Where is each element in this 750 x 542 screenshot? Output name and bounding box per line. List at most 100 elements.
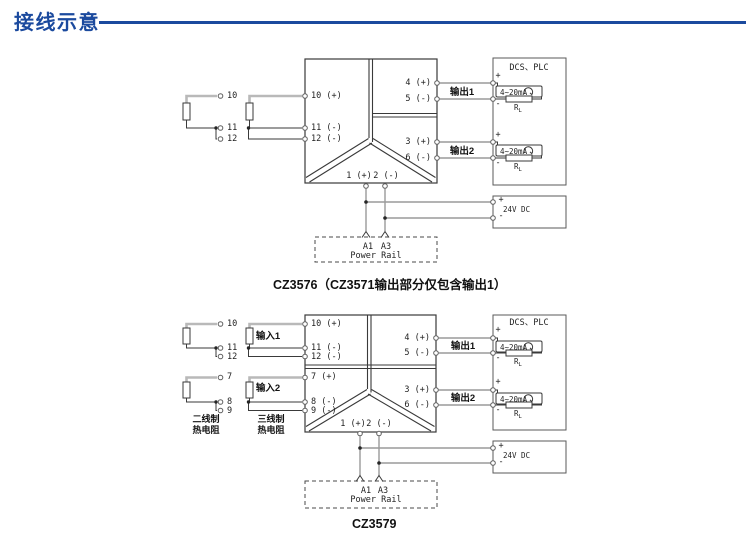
d2-load-resistor-label-2: RL (514, 409, 522, 420)
d1-psu-minus: - (498, 211, 504, 221)
d2-block-term-5: 5 (-) (404, 348, 430, 358)
d2-two-wire-line2: 热电阻 (192, 424, 220, 435)
d2-rtd1-3wire (245, 322, 302, 357)
d1-isolator-block (302, 58, 440, 189)
d2-loop-arrow-icon-2 (523, 394, 534, 403)
d2-load-resistor-label-1: RL (514, 357, 522, 368)
d2-block-term-9: 9 (-) (311, 406, 337, 416)
d2-block-term-7: 7 (+) (311, 372, 337, 382)
d1-block-term-12: 12 (-) (311, 134, 342, 144)
d2-rtd2-2wire (182, 374, 224, 414)
d1-load-resistor-label-1: RL (514, 103, 522, 114)
d2-dcs-box (490, 314, 567, 431)
d1-dcs-minus-2: - (495, 158, 501, 168)
d2-block-term-1: 1 (+) (340, 419, 366, 429)
d2-rtd2-term-9: 9 (227, 406, 233, 416)
d2-block-term-3: 3 (+) (404, 385, 430, 395)
d2-rtd1-term-10: 10 (227, 319, 238, 329)
d2-output-wires (438, 337, 491, 406)
d2-power-rail-box (304, 474, 438, 509)
d2-block-term-11: 11 (-) (311, 343, 342, 353)
d1-block-term-1: 1 (+) (346, 171, 372, 181)
d1-dcs-box (490, 57, 567, 186)
d1-psu-plus: + (498, 195, 504, 205)
d2-input1-label: 输入1 (255, 331, 281, 342)
d2-rail-label: Power Rail (350, 495, 402, 505)
d1-output2-label: 输出2 (449, 146, 475, 157)
d1-block-term-3: 3 (+) (405, 137, 431, 147)
d2-dcs-plus-2: + (495, 377, 501, 387)
page-title: 接线示意 (14, 12, 100, 34)
title-rule (99, 21, 746, 24)
d1-power-wires (364, 188, 491, 231)
d2-meter-label-2: 4~20mA (500, 395, 528, 404)
d1-block-term-6: 6 (-) (405, 153, 431, 163)
d1-dcs-minus-1: - (495, 99, 501, 109)
d1-block-term-4: 4 (+) (405, 78, 431, 88)
d2-dcs-plus-1: + (495, 325, 501, 335)
d2-output1-label: 输出1 (450, 341, 476, 352)
d2-block-term-4: 4 (+) (404, 333, 430, 343)
d2-rtd2-3wire (245, 376, 302, 411)
d1-rail-a1: A1 (362, 242, 374, 252)
d1-loop-arrow-icon-1 (523, 87, 534, 96)
d2-rtd2-term-8: 8 (227, 397, 233, 407)
d1-caption: CZ3576（CZ3571输出部分仅包含输出1） (273, 278, 507, 292)
d2-input2-label: 输入2 (255, 383, 281, 394)
d1-rail-a3: A3 (380, 242, 392, 252)
d1-dcs-plus-2: + (495, 130, 501, 140)
d1-output-wires (439, 82, 491, 159)
d2-three-wire-rtd-label: 三线制 热电阻 (257, 414, 284, 435)
d1-psu-label: 24V DC (503, 205, 531, 214)
d1-loop-arrow-icon-2 (523, 146, 534, 155)
d1-rtd-term-11: 11 (227, 123, 238, 133)
d1-rtd-term-12: 12 (227, 134, 238, 144)
d1-dcs-plus-1: + (495, 71, 501, 81)
d2-dcs-minus-1: - (495, 353, 501, 363)
d2-block-term-10: 10 (+) (311, 319, 342, 329)
d1-dcs-title: DCS、PLC (509, 63, 549, 73)
d1-rail-label: Power Rail (350, 251, 402, 261)
d2-caption: CZ3579 (352, 517, 397, 531)
d2-dcs-minus-2: - (495, 405, 501, 415)
d1-rail-arrow-icons (361, 230, 390, 238)
d2-rtd1-term-12: 12 (227, 352, 238, 362)
d2-rtd1-2wire (182, 321, 224, 360)
d1-block-term-5: 5 (-) (405, 94, 431, 104)
d1-rtd-2wire (182, 93, 224, 142)
d1-block-term-2: 2 (-) (373, 171, 399, 181)
d2-rail-a1: A1 (360, 486, 372, 496)
d1-rtd-term-10: 10 (227, 91, 238, 101)
d2-three-wire-line2: 热电阻 (257, 424, 285, 435)
d2-isolator-block (302, 314, 439, 437)
d2-output2-label: 输出2 (450, 393, 476, 404)
d2-meter-label-1: 4~20mA (500, 343, 528, 352)
d2-loop-arrow-icon-1 (523, 342, 534, 351)
d1-meter-label-1: 4~20mA (500, 88, 528, 97)
d2-psu-plus: + (498, 441, 504, 451)
d1-output1-label: 输出1 (449, 87, 475, 98)
d2-block-term-8: 8 (-) (311, 397, 337, 407)
d2-block-term-12: 12 (-) (311, 352, 342, 362)
d2-rtd1-term-11: 11 (227, 343, 238, 353)
d2-block-term-2: 2 (-) (366, 419, 392, 429)
d2-rtd2-term-7: 7 (227, 372, 233, 382)
d1-block-term-10: 10 (+) (311, 91, 342, 101)
d2-block-term-6: 6 (-) (404, 400, 430, 410)
d1-power-rail-box (314, 230, 438, 263)
d1-block-term-11: 11 (-) (311, 123, 342, 133)
d2-two-wire-rtd-label: 二线制 热电阻 (192, 414, 219, 435)
d1-psu-box (490, 195, 567, 229)
d2-rail-a3: A3 (377, 486, 389, 496)
d1-rtd-3wire (245, 94, 302, 140)
d2-power-wires (358, 436, 491, 476)
d2-three-wire-line1: 三线制 (257, 414, 285, 424)
d2-psu-minus: - (498, 457, 504, 467)
d2-dcs-title: DCS、PLC (509, 318, 549, 328)
d2-psu-box (490, 440, 567, 474)
d2-two-wire-line1: 二线制 (192, 414, 220, 424)
d1-meter-label-2: 4~20mA (500, 147, 528, 156)
d1-load-resistor-label-2: RL (514, 162, 522, 173)
